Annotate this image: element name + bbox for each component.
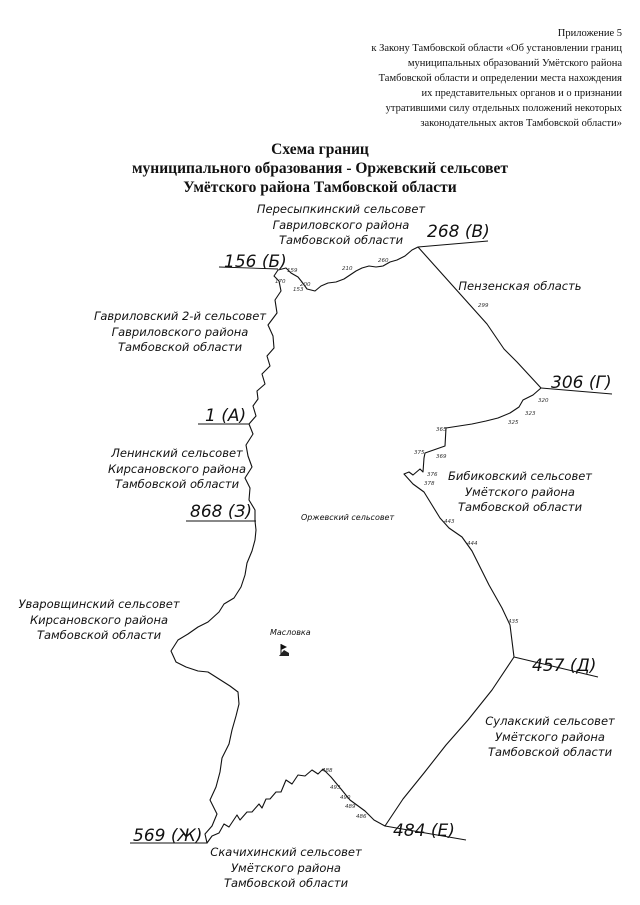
neighbor-label-line: Тамбовской области [114, 477, 240, 491]
vertex-label: 490 [340, 795, 351, 801]
neighbor-label-line: Уваровщинский сельсовет [18, 597, 180, 611]
neighbor-label-line: Ленинский сельсовет [111, 446, 243, 460]
neighbor-label-line: Тамбовской области [36, 628, 162, 642]
neighbor-label-line: Тамбовской области [278, 233, 404, 247]
neighbor-label-line: Гавриловский 2-й сельсовет [93, 309, 267, 323]
appendix-line: Тамбовской области и определении места н… [378, 73, 622, 84]
settlement-name: Масловка [270, 628, 311, 637]
leader-line-b [218, 266, 279, 270]
vertex-label: 489 [345, 804, 356, 810]
vertex-label: 486 [356, 814, 367, 820]
vertex-label: 376 [427, 472, 438, 478]
vertex-label: 369 [436, 454, 447, 460]
vertex-label: 365 [436, 427, 447, 433]
vertex-label: 299 [478, 303, 489, 309]
neighbor-label-sulaksky: Сулакский сельсовет Умётского района Там… [470, 714, 630, 761]
appendix-line: их представительных органов и о признани… [421, 88, 622, 99]
neighbor-label-line: Пересыпкинский сельсовет [256, 202, 426, 216]
vertex-label: 320 [538, 398, 549, 404]
leader-lines [130, 240, 613, 844]
neighbor-label-line: Кирсановского района [29, 612, 169, 627]
point-label-e: 484 (Е) [393, 821, 455, 841]
vertex-label: 488 [322, 768, 333, 774]
settlement-flag-icon [279, 644, 289, 656]
neighbor-label-line: Тамбовской области [117, 340, 243, 354]
vertex-label: 170 [275, 279, 286, 285]
point-label-g: 306 (Г) [551, 373, 612, 393]
vertex-label: 444 [467, 541, 478, 547]
municipality-name: Оржевский сельсовет [301, 513, 395, 522]
map-title: Схема границ муниципального образования … [0, 140, 640, 197]
neighbor-label-bibikovsky: Бибиковский сельсовет Умётского района Т… [440, 469, 600, 516]
point-label-a: 1 (А) [205, 406, 247, 426]
appendix-header: Приложение 5 к Закону Тамбовской области… [282, 26, 622, 131]
neighbor-label-skachikhinsky: Скачихинский сельсовет Умётского района … [206, 845, 366, 892]
leader-line-d [513, 656, 599, 678]
vertex-label: 435 [508, 619, 519, 625]
neighbor-label-line: Пензенская область [458, 279, 582, 293]
vertex-label: 493 [330, 785, 341, 791]
vertex-labels: 159 170 153 200 210 260 299 320 323 325 … [275, 258, 549, 820]
appendix-line: муниципальных образований Умётского райо… [407, 58, 622, 69]
leader-line-e [384, 825, 467, 841]
vertex-label: 153 [293, 287, 304, 293]
vertex-label: 375 [414, 450, 425, 456]
neighbor-label-penza: Пензенская область [450, 279, 590, 295]
municipality-boundary [170, 246, 542, 844]
neighbor-label-line: Скачихинский сельсовет [210, 845, 362, 859]
neighbor-label-leninsky: Ленинский сельсовет Кирсановского района… [92, 446, 262, 493]
leader-line-v [417, 240, 489, 248]
neighbor-label-line: Умётского района [231, 860, 341, 875]
appendix-line: утратившими силу отдельных положений нек… [385, 103, 622, 114]
neighbor-label-uvarovshchinsky: Уваровщинский сельсовет Кирсановского ра… [6, 597, 192, 644]
neighbor-label-line: Гавриловского района [272, 217, 410, 232]
appendix-line: к Закону Тамбовской области «Об установл… [371, 43, 622, 54]
map-title-line: муниципального образования - Оржевский с… [132, 160, 508, 177]
map-title-line: Схема границ [271, 141, 369, 158]
neighbor-label-line: Умётского района [465, 484, 575, 499]
vertex-label: 325 [508, 420, 519, 426]
map-title-line: Умётского района Тамбовской области [183, 179, 457, 196]
vertex-label: 159 [287, 268, 298, 274]
point-label-zh: 569 (Ж) [133, 826, 203, 846]
neighbor-label-line: Тамбовской области [223, 876, 349, 890]
neighbor-label-line: Кирсановского района [107, 461, 247, 476]
neighbor-label-line: Тамбовской области [457, 500, 583, 514]
neighbor-label-gavrilovsky2: Гавриловский 2-й сельсовет Гавриловского… [90, 309, 270, 356]
neighbor-label-line: Сулакский сельсовет [485, 714, 615, 728]
appendix-line: Приложение 5 [557, 28, 622, 39]
vertex-label: 378 [424, 481, 435, 487]
point-label-b: 156 (Б) [224, 252, 287, 272]
neighbor-label-line: Тамбовской области [487, 745, 613, 759]
neighbor-label-peresypkinsky: Пересыпкинский сельсовет Гавриловского р… [246, 202, 436, 249]
vertex-label: 260 [378, 258, 389, 264]
point-label-d: 457 (Д) [532, 656, 597, 676]
neighbor-label-line: Гавриловского района [111, 324, 249, 339]
vertex-label: 200 [300, 282, 311, 288]
vertex-label: 443 [444, 519, 455, 525]
point-label-v: 268 (В) [427, 222, 490, 242]
point-label-z: 868 (З) [190, 502, 253, 522]
neighbor-label-line: Бибиковский сельсовет [448, 469, 592, 483]
vertex-label: 323 [525, 411, 536, 417]
neighbor-label-line: Умётского района [495, 729, 605, 744]
vertex-label: 210 [342, 266, 353, 272]
appendix-line: законодательных актов Тамбовской области… [420, 118, 622, 129]
leader-line-g [540, 387, 613, 395]
